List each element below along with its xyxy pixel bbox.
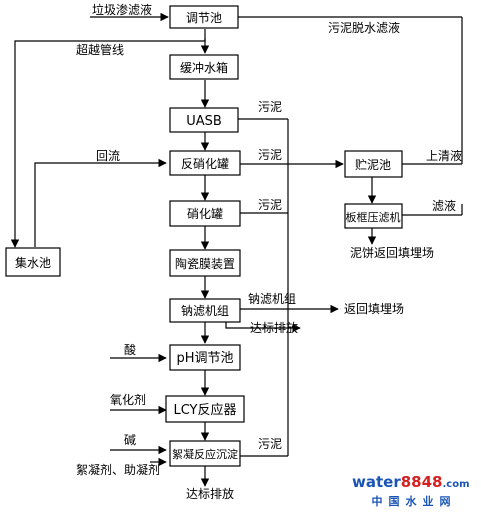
node-zhuni-label: 贮泥池 <box>355 157 391 172</box>
alkali-label: 碱 <box>124 433 136 447</box>
watermark-brand-b: 8848 <box>401 473 443 491</box>
sludge-label-1: 污泥 <box>258 100 282 114</box>
node-nalv-label: 钠滤机组 <box>181 303 229 318</box>
watermark-cn: 中国水业网 <box>372 494 457 508</box>
node-nalv: 钠滤机组 <box>169 298 241 323</box>
watermark-brand-c: .com <box>442 479 469 490</box>
sludge-label-2: 污泥 <box>258 148 282 162</box>
watermark-logo: water8848.com 中国水业网 <box>352 473 470 508</box>
node-huanchong-label: 缓冲水箱 <box>180 60 228 75</box>
filtrate-label: 滤液 <box>432 198 456 213</box>
node-huanchong: 缓冲水箱 <box>169 54 239 80</box>
watermark-brand-a: water <box>352 473 401 491</box>
discharge1-label: 达标排放 <box>250 320 298 335</box>
node-xuning: 絮凝反应沉淀 <box>169 440 241 467</box>
node-xiaohua-label: 硝化罐 <box>187 207 223 221</box>
node-lcy-label: LCY反应器 <box>173 402 236 418</box>
node-tiaojiechi-label: 调节池 <box>186 11 222 25</box>
node-lcy: LCY反应器 <box>165 395 245 423</box>
acid-label: 酸 <box>124 342 136 357</box>
node-tiaojiechi: 调节池 <box>169 5 239 29</box>
node-ph: pH调节池 <box>169 344 241 371</box>
node-banka-label: 板框压滤机 <box>346 210 401 224</box>
leachate-label: 垃圾渗滤液 <box>92 2 152 17</box>
node-banka: 板框压滤机 <box>344 203 403 229</box>
svg-text:water8848.com: water8848.com <box>352 473 470 491</box>
node-jishui: 集水池 <box>5 247 61 277</box>
node-taoci: 陶瓷膜装置 <box>169 249 241 277</box>
supernatant-label: 上清液 <box>426 148 462 163</box>
node-jishui-label: 集水池 <box>15 255 51 270</box>
flocculant-label: 絮凝剂、助凝剂 <box>76 462 160 477</box>
oxidant-label: 氧化剂 <box>110 392 146 407</box>
node-taoci-label: 陶瓷膜装置 <box>175 256 235 271</box>
discharge2-label: 达标排放 <box>186 486 234 501</box>
node-uasb-label: UASB <box>186 114 222 129</box>
sludge-label-3: 污泥 <box>258 198 282 212</box>
overflow-pipe-label: 超越管线 <box>76 42 124 57</box>
node-fanxiaohua-label: 反硝化罐 <box>181 157 229 171</box>
nf-unit-label: 钠滤机组 <box>248 291 296 306</box>
node-zhuni: 贮泥池 <box>344 150 403 178</box>
connectors <box>10 12 463 487</box>
node-fanxiaohua: 反硝化罐 <box>169 150 241 176</box>
labels: 垃圾渗滤液 污泥脱水滤液 超越管线 回流 污泥 污泥 污泥 污泥 上清液 滤液 … <box>76 2 462 501</box>
node-uasb: UASB <box>169 107 239 133</box>
cake-landfill-label: 泥饼返回填埋场 <box>350 246 434 260</box>
sludge-dewater-filtrate-label: 污泥脱水滤液 <box>328 20 400 35</box>
reflux-line <box>34 158 167 247</box>
node-xuning-label: 絮凝反应沉淀 <box>172 447 238 461</box>
return-landfill-label: 返回填埋场 <box>344 302 404 316</box>
node-ph-label: pH调节池 <box>176 351 233 366</box>
return-flow-label: 回流 <box>96 149 120 163</box>
sludge-label-4: 污泥 <box>258 437 282 451</box>
node-xiaohua: 硝化罐 <box>169 200 241 227</box>
discharge1-arrow <box>225 322 301 333</box>
